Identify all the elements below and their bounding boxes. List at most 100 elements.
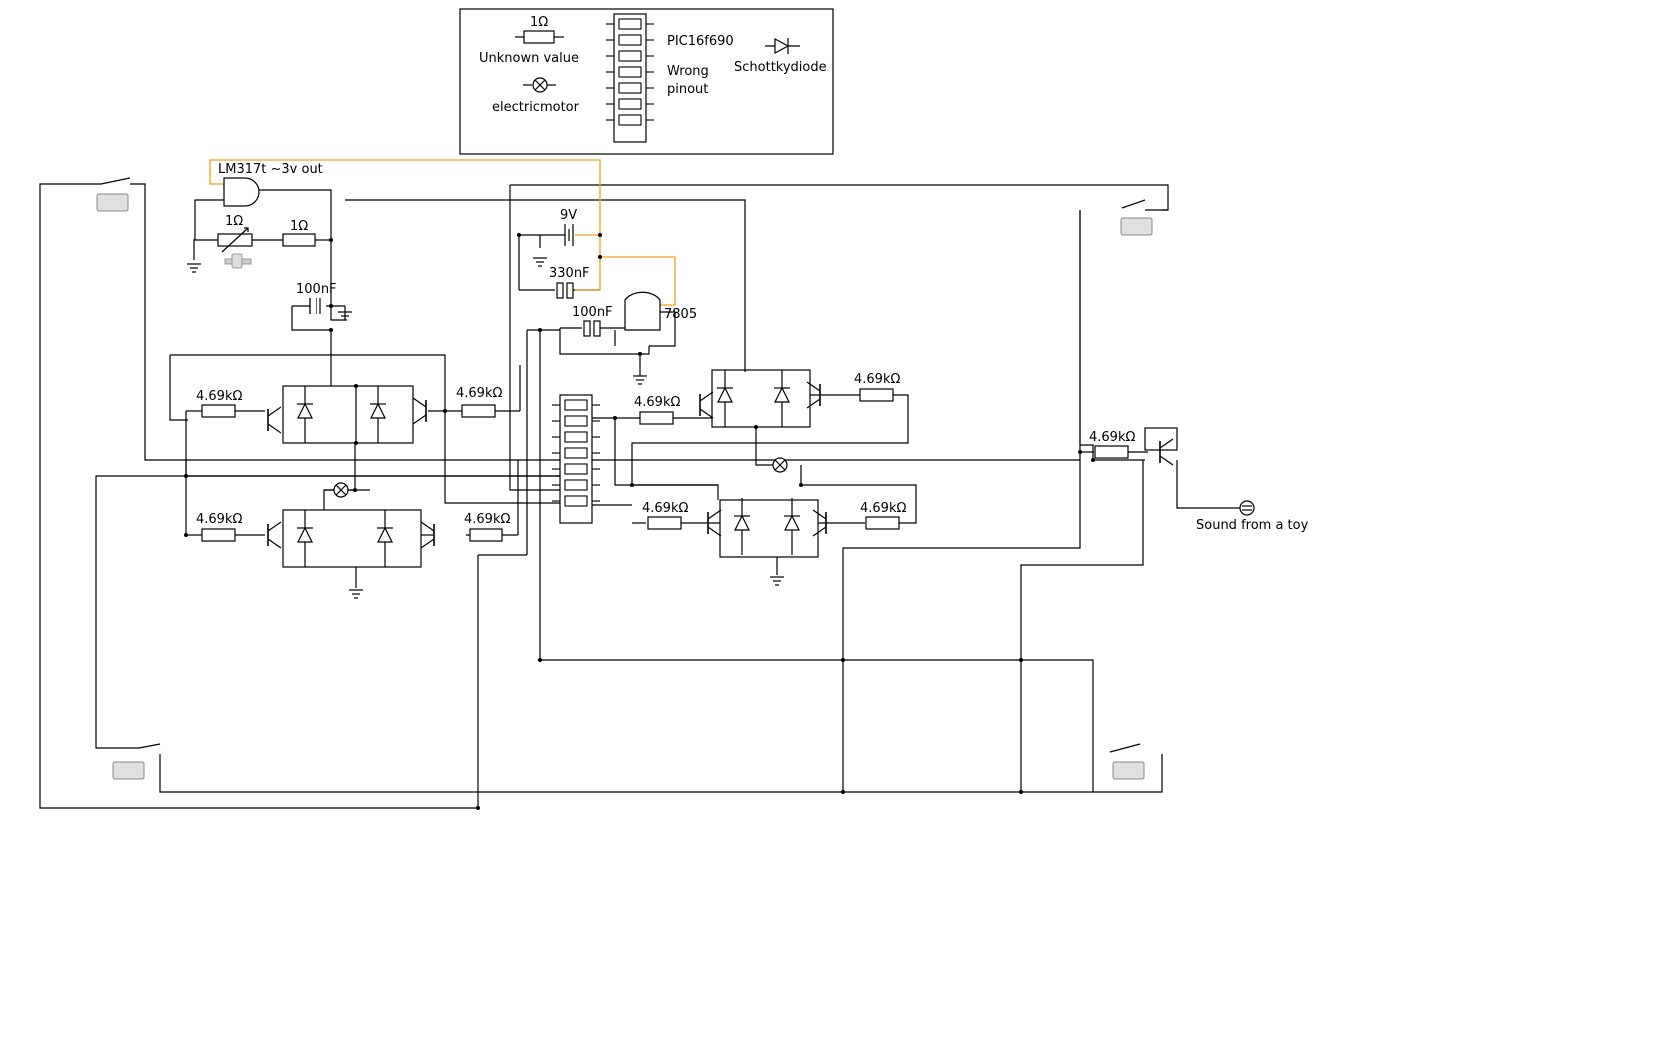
chip-pin — [564, 479, 588, 491]
junction-dot — [538, 658, 542, 662]
chip-pin — [618, 98, 642, 110]
resistor-bridge-c-out — [859, 388, 894, 402]
lm317-label: LM317t ~3v out — [218, 162, 323, 177]
chip-pin — [618, 66, 642, 78]
regulator-7805-label: 7805 — [664, 307, 697, 322]
ground-icon — [349, 589, 363, 599]
chip-pin — [564, 495, 588, 507]
chip-pin — [618, 50, 642, 62]
transistor-emitter — [699, 408, 714, 419]
capacitor-100nf-left — [309, 298, 321, 314]
junction-dot — [354, 384, 358, 388]
legend-unknown-value: Unknown value — [479, 51, 579, 66]
resistor-bridge-c-out-label: 4.69kΩ — [854, 372, 900, 387]
chip-pin — [564, 463, 588, 475]
resistor-bridge-b-in — [201, 528, 236, 542]
junction-dots — [184, 233, 1095, 810]
legend-chip-label: PIC16f690 — [667, 34, 734, 49]
junction-dot — [754, 425, 758, 429]
junction-dot — [354, 441, 358, 445]
chip-pin — [564, 447, 588, 459]
junction-dot — [1019, 790, 1023, 794]
chip-pin — [618, 34, 642, 46]
resistor-1ohm — [282, 233, 316, 247]
resistor-bridge-b-out-label: 4.69kΩ — [464, 512, 510, 527]
chip-pin — [618, 114, 642, 126]
resistor-bridge-a-out-label: 4.69kΩ — [456, 386, 502, 401]
ground-icon — [633, 375, 647, 385]
junction-dot — [353, 488, 357, 492]
capacitor-100nf-left-label: 100nF — [296, 282, 337, 297]
battery-9v — [545, 224, 574, 246]
resistor-bridge-d-out-label: 4.69kΩ — [860, 501, 906, 516]
motor-right-icon — [772, 457, 788, 473]
transistor-emitter — [267, 538, 282, 549]
lm317-regulator — [223, 177, 260, 207]
switch-button-bottom-left — [112, 761, 145, 780]
chip-pin — [564, 415, 588, 427]
transistor-emitter — [267, 423, 282, 434]
transistor-emitter — [1159, 455, 1174, 466]
junction-dot — [841, 658, 845, 662]
potentiometer — [217, 227, 253, 253]
sound-label: Sound from a toy — [1196, 518, 1309, 533]
resistor-1ohm-label: 1Ω — [290, 219, 308, 234]
capacitor-100nf-mid-label: 100nF — [572, 305, 613, 320]
diode-icon — [370, 402, 386, 419]
regulator-7805 — [624, 291, 661, 331]
resistor-bridge-c-in-label: 4.69kΩ — [634, 395, 680, 410]
legend-diode-label: Schottkydiode — [734, 60, 827, 75]
junction-dot — [476, 806, 480, 810]
junction-dot — [630, 483, 634, 487]
diode-icon — [734, 514, 750, 531]
resistor-sound — [1094, 445, 1129, 459]
chip-pin — [564, 431, 588, 443]
resistor-bridge-a-in-label: 4.69kΩ — [196, 389, 242, 404]
resistor-bridge-d-in-label: 4.69kΩ — [642, 501, 688, 516]
battery-label: 9V — [560, 208, 577, 223]
legend-resistor-symbol — [515, 30, 564, 44]
transistor-collector — [1159, 438, 1174, 449]
motor-left-icon — [333, 482, 349, 498]
resistor-bridge-c-in — [639, 411, 674, 425]
switch-button-bottom-right — [1112, 761, 1145, 780]
ground-icon — [187, 263, 201, 273]
junction-dot — [799, 483, 803, 487]
junction-dot — [329, 304, 333, 308]
junction-dot — [329, 238, 333, 242]
junction-dot — [613, 416, 617, 420]
junction-dot — [443, 409, 447, 413]
speaker-icon — [1239, 500, 1255, 516]
legend-chip-note-1: Wrong — [667, 64, 709, 79]
diode-icon — [774, 386, 790, 403]
resistor-sound-label: 4.69kΩ — [1089, 430, 1135, 445]
junction-dot — [184, 474, 188, 478]
pot-value-label: 1Ω — [225, 214, 243, 229]
transistor-collector — [812, 509, 827, 520]
transistor-collector — [806, 381, 821, 392]
legend: 1Ω Unknown value electricmotor PIC16f690… — [459, 8, 834, 155]
transistors — [267, 381, 1174, 549]
resistor-bridge-b-in-label: 4.69kΩ — [196, 512, 242, 527]
transistor-emitter — [707, 526, 722, 537]
junction-dot — [638, 352, 642, 356]
legend-chip-note-2: pinout — [667, 82, 708, 97]
junction-dot — [841, 790, 845, 794]
transistor-emitter — [806, 398, 821, 409]
diode-icon — [377, 526, 393, 543]
chip-pin — [618, 18, 642, 30]
ground-icon — [338, 311, 352, 321]
chip-pin — [618, 82, 642, 94]
switch-button-top-right — [1120, 217, 1153, 236]
legend-resistor-value: 1Ω — [530, 15, 548, 30]
resistor-bridge-a-out — [461, 404, 496, 418]
orange-wiring — [209, 159, 676, 306]
wiring — [39, 177, 1240, 809]
switch-button-top-left — [96, 193, 129, 212]
resistor-bridge-d-out — [865, 516, 900, 530]
trim-knob-icon — [224, 253, 252, 269]
legend-motor-label: electricmotor — [492, 100, 580, 115]
transistor-collector — [707, 509, 722, 520]
capacitor-100nf-mid — [583, 320, 601, 337]
